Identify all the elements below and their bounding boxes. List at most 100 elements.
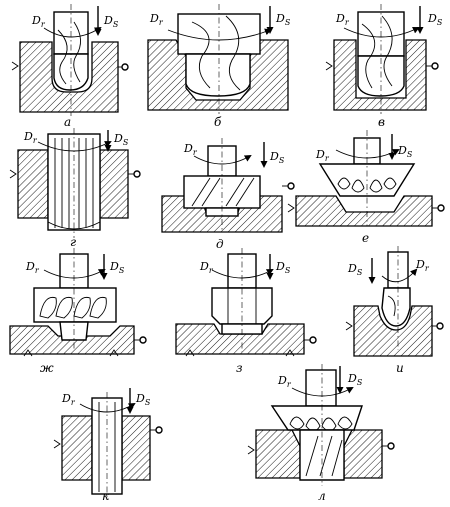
rotation-label: Dr: [315, 148, 330, 163]
support-mark: [53, 439, 61, 449]
panel-d: Dr DS д: [161, 138, 295, 251]
feed-label: DS: [347, 372, 363, 387]
rotation-arrow: [381, 268, 418, 283]
cutter-flute: [225, 15, 241, 91]
rotation-label: Dr: [415, 258, 430, 273]
feed-label: DS: [397, 144, 413, 159]
panel-k: Dr DS к: [53, 388, 163, 503]
tool-shank: [305, 369, 337, 407]
rotation-arrow: [43, 269, 106, 279]
rotation-label: Dr: [277, 374, 292, 389]
rotation-label: Dr: [183, 142, 198, 157]
feed-label: DS: [113, 132, 129, 147]
cutter-flute: [305, 435, 319, 477]
cutter-tooth: [191, 177, 211, 207]
support-mark: [287, 203, 295, 213]
panel-v: Dr DS в: [325, 4, 443, 129]
panel-caption: ж: [40, 361, 54, 375]
workpiece: [353, 305, 433, 357]
cutter-flute: [331, 439, 343, 477]
cutter-tooth: [225, 177, 245, 207]
feed-label: DS: [103, 14, 119, 29]
cutter-teeth: [337, 177, 397, 193]
rotation-arrow: [37, 141, 112, 152]
clamp-symbol: [436, 322, 444, 330]
feed-label: DS: [269, 150, 285, 165]
clamp-symbol: [431, 62, 439, 70]
rotation-arrow: [193, 155, 252, 165]
rotation-arrow: [343, 27, 420, 38]
cutter-flute: [191, 21, 211, 89]
workpiece: [295, 195, 433, 227]
support-mark: [325, 61, 333, 71]
drill-flute: [57, 29, 68, 85]
cutter-tooth: [201, 177, 221, 207]
panel-caption: з: [236, 361, 243, 375]
workpiece: [175, 323, 305, 355]
panel-i: DS Dr и: [345, 246, 444, 375]
panel-caption: е: [362, 231, 369, 245]
rotation-label: Dr: [335, 12, 350, 27]
panel-b: Dr DS б: [147, 4, 291, 129]
support-mark: [185, 349, 195, 357]
rotation-label: Dr: [23, 130, 38, 145]
cutter-head: [270, 405, 363, 431]
rotation-label: Dr: [25, 260, 40, 275]
clamp-symbol: [437, 204, 445, 212]
clamp-symbol: [387, 442, 395, 450]
rotation-arrow: [291, 387, 354, 397]
panel-caption: л: [318, 489, 326, 503]
reamer-teeth: [47, 138, 101, 230]
rotation-label: Dr: [149, 12, 164, 27]
clamp-symbol: [139, 336, 147, 344]
feed-label: DS: [109, 260, 125, 275]
panel-caption: д: [216, 237, 224, 251]
tool-flute: [381, 15, 393, 87]
rotation-label: Dr: [199, 260, 214, 275]
tool-flute: [387, 295, 396, 317]
cutter-head: [185, 53, 251, 97]
ball-end-tool: [381, 287, 411, 327]
feed-label: DS: [275, 12, 291, 27]
clamp-symbol: [309, 336, 317, 344]
workpiece: [19, 41, 119, 113]
panel-caption: г: [70, 235, 76, 249]
cutter-teeth: [39, 296, 107, 319]
panel-zh: Dr DS ж: [9, 248, 147, 375]
rotation-arrow: [167, 28, 272, 41]
support-mark: [23, 349, 33, 357]
panel-l: Dr DS л: [247, 364, 395, 503]
feed-label: DS: [347, 262, 363, 277]
feed-label: DS: [427, 12, 443, 27]
panel-a: Dr DS а: [11, 4, 129, 129]
clamp-symbol: [155, 426, 163, 434]
drill-flute: [73, 21, 81, 83]
feed-label: DS: [135, 392, 151, 407]
feed-label: DS: [275, 260, 291, 275]
support-mark: [247, 445, 255, 455]
panel-caption: б: [214, 115, 222, 129]
panel-g: Dr DS г: [9, 128, 141, 249]
support-mark: [109, 349, 119, 357]
cutter-tooth: [235, 177, 255, 207]
support-mark: [345, 321, 353, 331]
support-mark: [9, 169, 17, 179]
support-mark: [285, 349, 295, 357]
panel-caption: а: [64, 115, 71, 129]
panel-caption: в: [378, 115, 385, 129]
rotation-label: Dr: [61, 392, 76, 407]
rotation-arrow: [211, 269, 274, 279]
panel-caption: и: [396, 361, 404, 375]
workpiece: [333, 39, 427, 111]
rotation-label: Dr: [31, 14, 46, 29]
cutter-flute: [319, 435, 333, 477]
cutter-body: [33, 287, 117, 323]
support-mark: [11, 61, 19, 71]
clamp-symbol: [287, 182, 295, 190]
tool-flute: [361, 23, 376, 89]
clamp-symbol: [133, 170, 141, 178]
panel-caption: к: [102, 489, 110, 503]
clamp-symbol: [121, 63, 129, 71]
panel-z: Dr DS з: [175, 248, 317, 375]
